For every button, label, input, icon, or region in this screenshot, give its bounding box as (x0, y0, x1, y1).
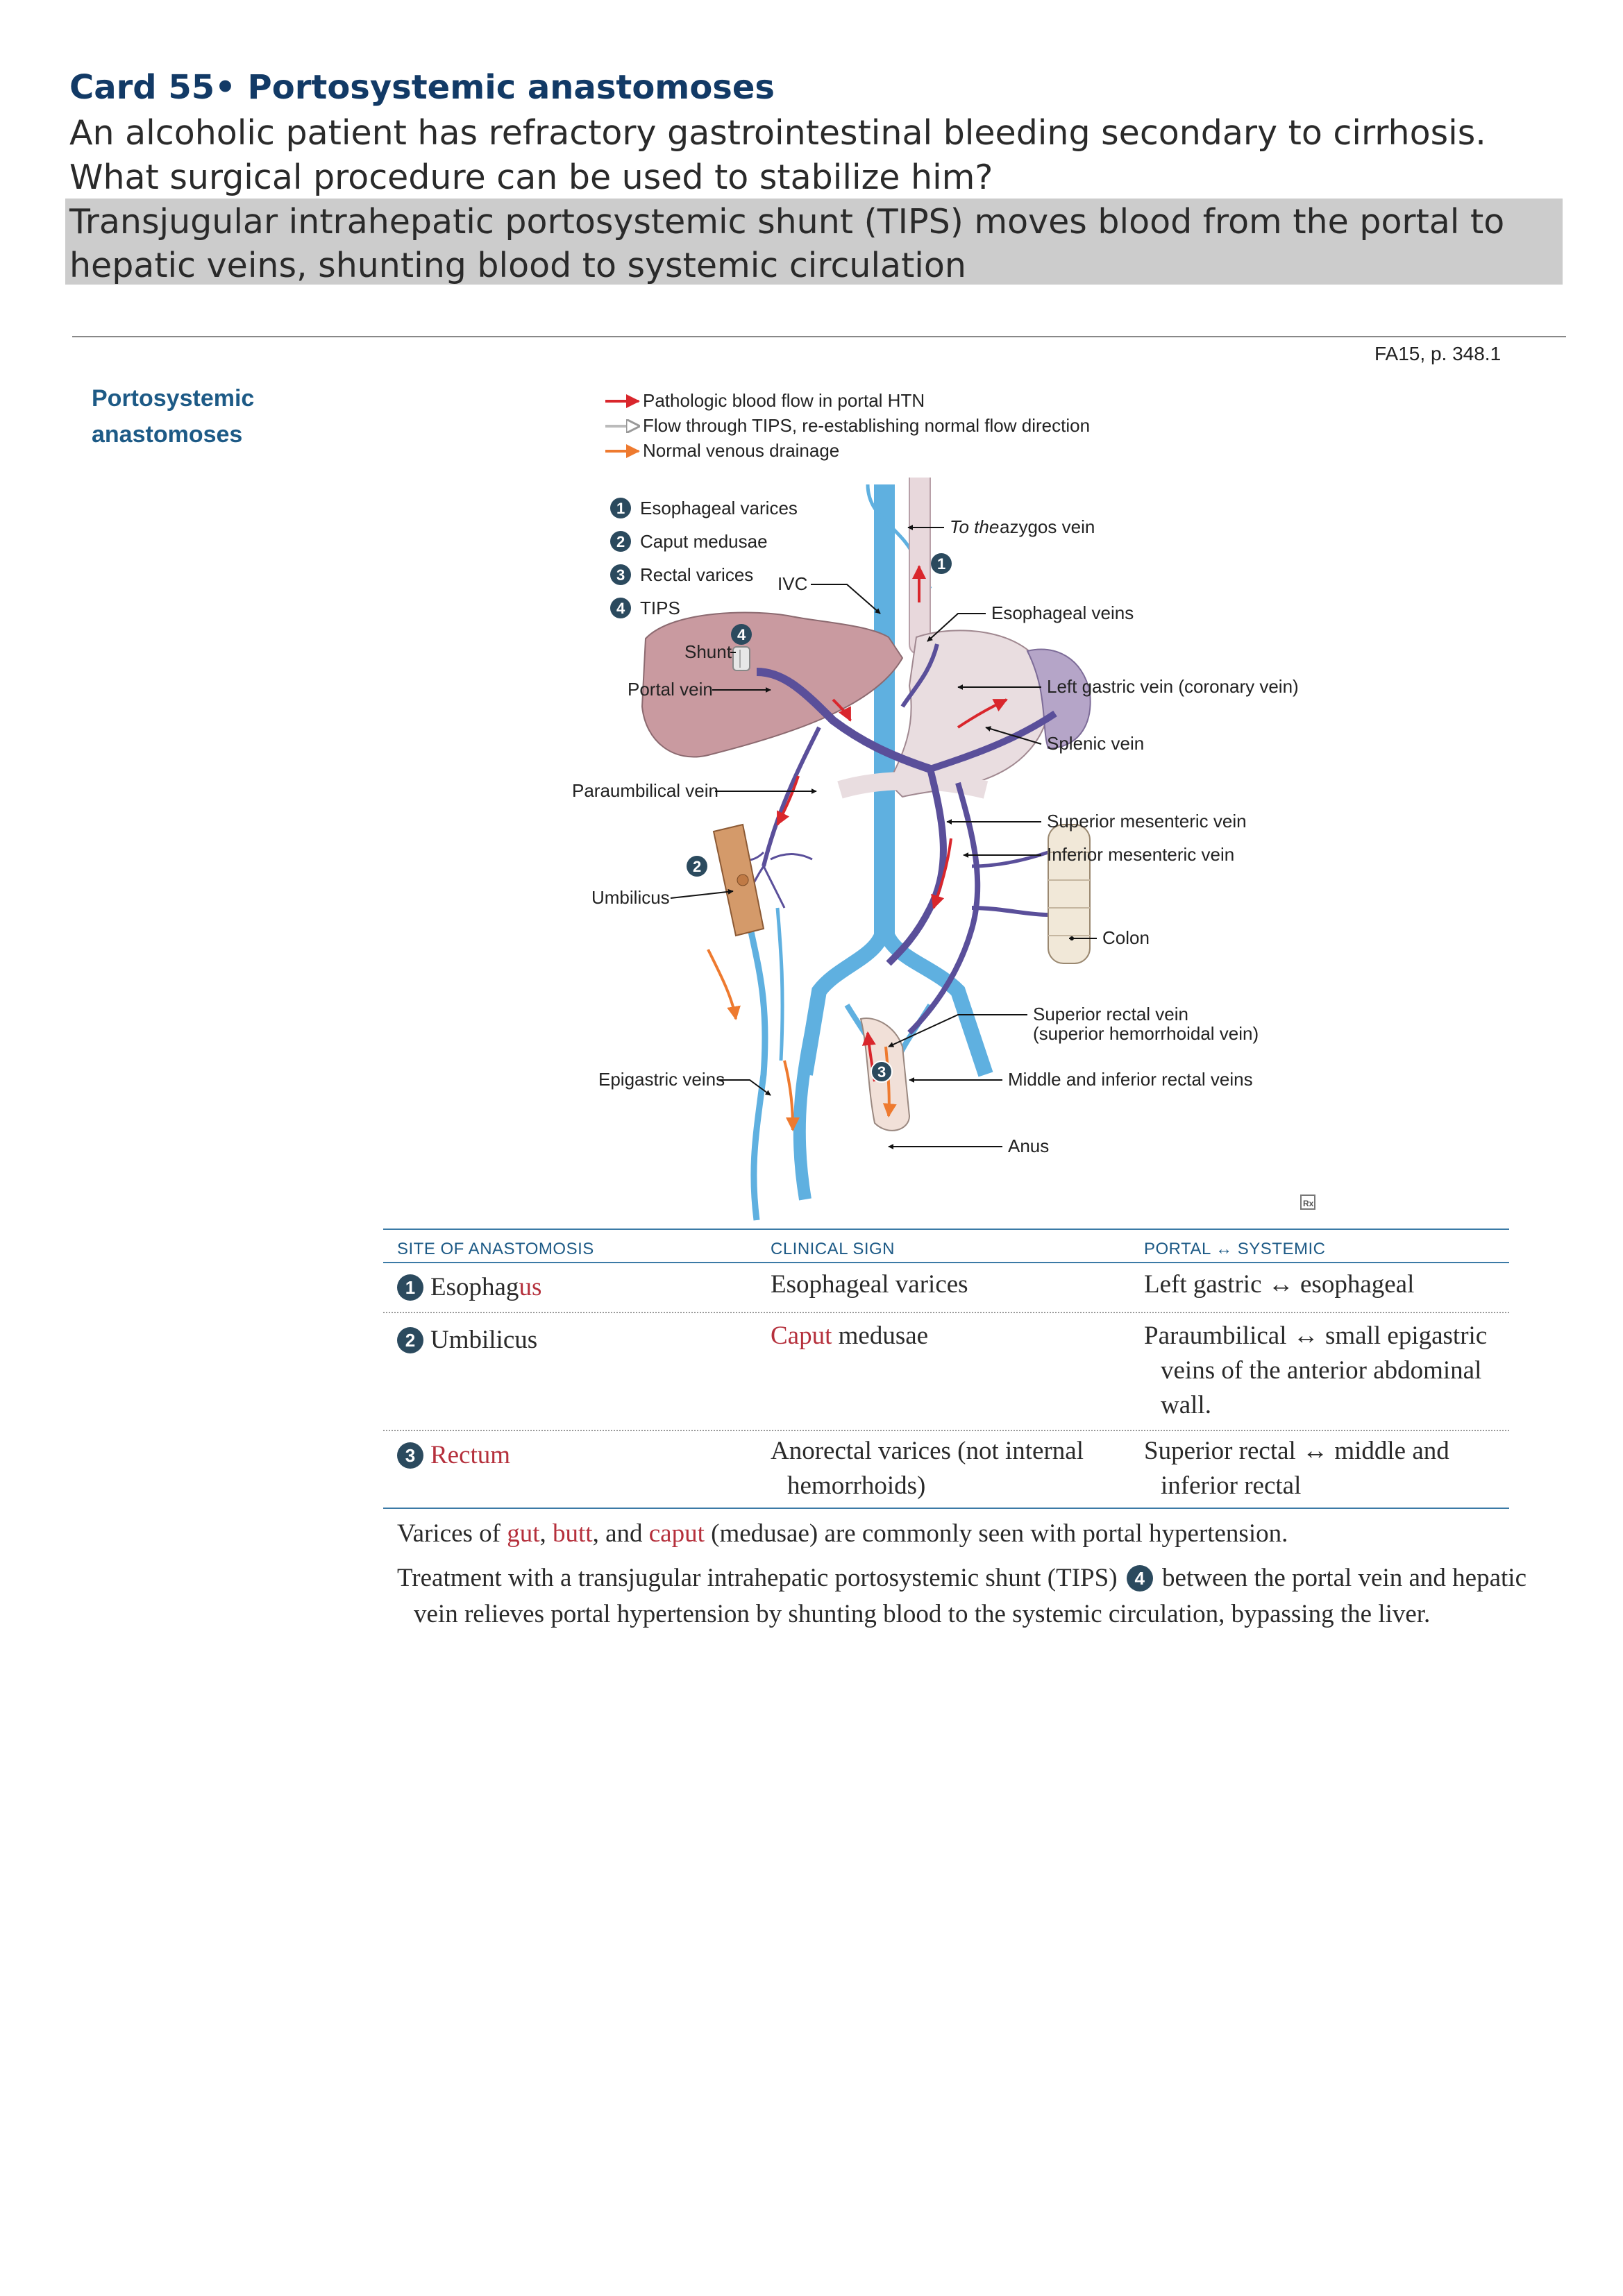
marker-1: 1 (937, 555, 945, 573)
tips-shunt (732, 646, 750, 671)
label-inf-mesenteric: Inferior mesenteric vein (1047, 844, 1234, 865)
row2-portal-systemic: Paraumbilical ↔ small epigastric veins o… (1144, 1322, 1488, 1419)
section-title-line2: anastomoses (92, 421, 243, 448)
header-portal-systemic: PORTAL ↔ SYSTEMIC (1144, 1240, 1326, 1258)
umbilicus-dot (737, 874, 749, 886)
treatment-note: Treatment with a transjugular intrahepat… (397, 1564, 1527, 1628)
answer-text: Transjugular intrahepatic portosystemic … (69, 202, 1505, 285)
key-num-4: 4 (616, 600, 625, 617)
rx-icon (1300, 1195, 1315, 1210)
label-epigastric: Epigastric veins (598, 1069, 725, 1090)
section-title-line1: Portosystemic (92, 385, 255, 412)
label-ivc: IVC (777, 573, 807, 594)
label-left-gastric: Left gastric vein (coronary vein) (1047, 676, 1299, 697)
label-azygos: azygos vein (1000, 516, 1095, 537)
spleen (1026, 648, 1091, 750)
treatment-num: 4 (1126, 1565, 1153, 1592)
header-site: SITE OF ANASTOMOSIS (397, 1240, 594, 1258)
key-label-1: Esophageal varices (640, 498, 798, 518)
figure-markers: 1 2 3 4 (687, 553, 952, 1083)
row2-sign: Caput medusae (771, 1322, 929, 1350)
liver (641, 611, 904, 758)
legend: Pathologic blood flow in portal HTN Flow… (605, 390, 1090, 461)
label-colon: Colon (1102, 927, 1150, 948)
label-sup-mesenteric: Superior mesenteric vein (1047, 811, 1247, 832)
card-title: Card 55• Portosystemic anastomoses (69, 68, 775, 107)
page-reference: FA15, p. 348.1 (1374, 343, 1502, 364)
key-num-2: 2 (616, 533, 625, 550)
marker-2: 2 (693, 858, 701, 875)
row2-num: 2 (397, 1327, 423, 1353)
key-label-2: Caput medusae (640, 531, 768, 552)
colon (1048, 824, 1091, 964)
header-sign: CLINICAL SIGN (771, 1240, 895, 1258)
marker-3: 3 (877, 1063, 886, 1081)
section-title: Portosystemic anastomoses (92, 380, 254, 453)
figure-labels: To the azygos vein IVC Esophageal veins … (572, 516, 1315, 1210)
key-label-4: TIPS (640, 598, 680, 618)
label-sup-rectal-2: (superior hemorrhoidal vein) (1033, 1023, 1259, 1044)
rx-mark: Rx (1303, 1199, 1314, 1208)
row1-sign: Esophageal varices (771, 1270, 968, 1299)
label-umbilicus: Umbilicus (591, 887, 670, 908)
varices-note: Varices of gut, butt, and caput (medusae… (397, 1519, 1288, 1548)
legend-tips-flow: Flow through TIPS, re-establishing norma… (643, 415, 1090, 436)
label-portal-vein: Portal vein (628, 679, 713, 700)
question-text: An alcoholic patient has refractory gast… (69, 113, 1486, 197)
label-sup-rectal-1: Superior rectal vein (1033, 1004, 1188, 1024)
label-shunt: Shunt (684, 641, 732, 662)
row3-portal-systemic: Superior rectal ↔ middle and inferior re… (1144, 1437, 1449, 1500)
marker-4: 4 (737, 626, 746, 643)
portosystemic-diagram: Pathologic blood flow in portal HTN Flow… (572, 390, 1315, 1221)
label-esophageal-veins: Esophageal veins (991, 602, 1134, 623)
legend-normal: Normal venous drainage (643, 440, 839, 461)
row3-num: 3 (397, 1442, 423, 1469)
row1-portal-systemic: Left gastric ↔ esophageal (1144, 1270, 1415, 1299)
label-anus: Anus (1008, 1136, 1049, 1156)
legend-pathologic: Pathologic blood flow in portal HTN (643, 390, 925, 411)
label-paraumbilical: Paraumbilical vein (572, 780, 718, 801)
key-num-1: 1 (616, 500, 625, 517)
label-mid-inf-rectal: Middle and inferior rectal veins (1008, 1069, 1253, 1090)
label-splenic: Splenic vein (1047, 733, 1144, 754)
divider (72, 336, 1566, 337)
label-to-the: To the (950, 516, 999, 537)
key-num-3: 3 (616, 566, 625, 584)
key-label-3: Rectal varices (640, 564, 753, 585)
pancreas (837, 771, 989, 799)
row3-sign: Anorectal varices (not internal hemorrho… (771, 1437, 1084, 1500)
row1-num: 1 (397, 1274, 423, 1301)
esophagus (909, 478, 931, 655)
answer-highlight (65, 199, 1563, 285)
numbered-key: 1 Esophageal varices 2 Caput medusae 3 R… (610, 498, 798, 618)
